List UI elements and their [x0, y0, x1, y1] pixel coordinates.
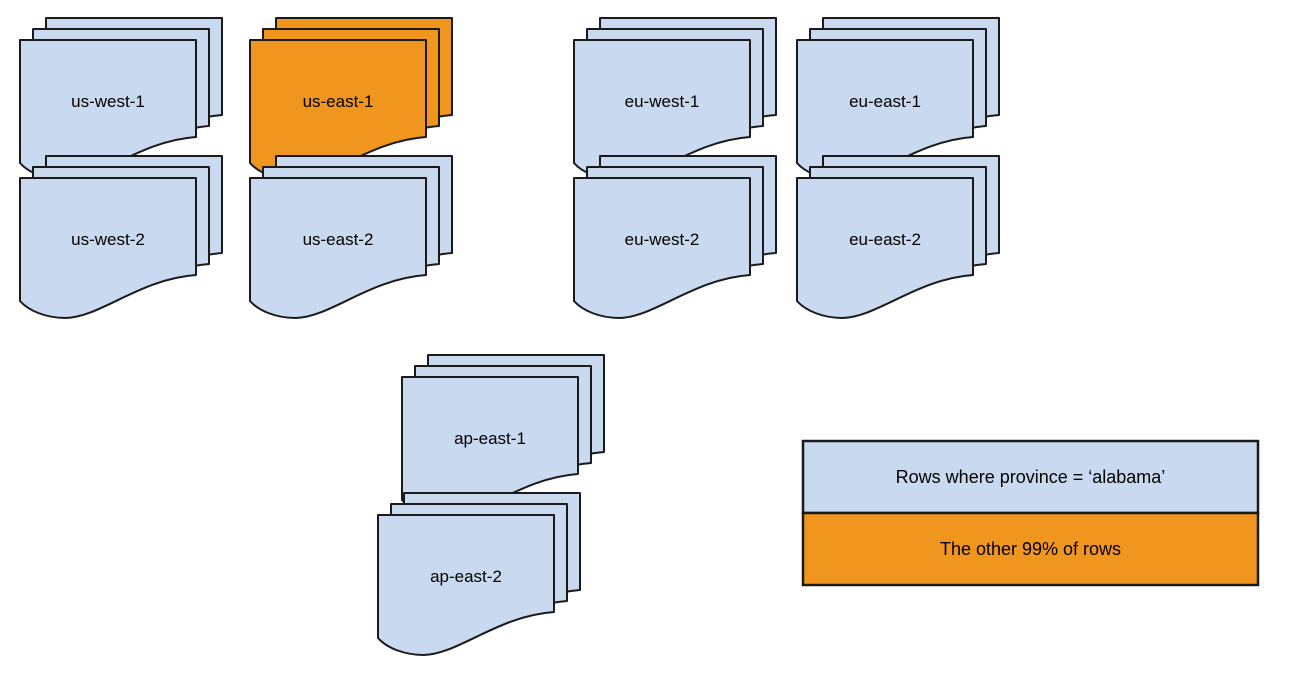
region-stacks-layer: us-west-1 us-east-1 eu-west-1 eu-east-1 us-w…: [19, 17, 1000, 656]
region-label-eu-west-1: eu-west-1: [625, 92, 700, 111]
region-stack-eu-west-2[interactable]: eu-west-2: [573, 155, 777, 319]
region-label-us-west-2: us-west-2: [71, 230, 145, 249]
region-stack-eu-east-2[interactable]: eu-east-2: [796, 155, 1000, 319]
document-sheet-front-icon: [573, 177, 751, 319]
region-label-eu-west-2: eu-west-2: [625, 230, 700, 249]
legend-swatch-other-rows: [801, 511, 1260, 587]
region-stack-us-west-1[interactable]: us-west-1: [19, 17, 223, 181]
region-stack-ap-east-2[interactable]: ap-east-2: [377, 492, 581, 656]
document-sheet-front-icon: [19, 177, 197, 319]
region-label-us-west-1: us-west-1: [71, 92, 145, 111]
legend-swatch-alabama-rows: [801, 439, 1260, 515]
region-label-eu-east-2: eu-east-2: [849, 230, 921, 249]
region-stack-us-east-1[interactable]: us-east-1: [249, 17, 453, 181]
region-label-ap-east-2: ap-east-2: [430, 567, 502, 586]
legend-label-alabama-rows: Rows where province = ‘alabama’: [896, 467, 1166, 487]
region-label-us-east-1: us-east-1: [303, 92, 374, 111]
region-stack-us-east-2[interactable]: us-east-2: [249, 155, 453, 319]
region-stack-eu-east-1[interactable]: eu-east-1: [796, 17, 1000, 181]
region-stack-ap-east-1[interactable]: ap-east-1: [401, 354, 605, 518]
region-label-us-east-2: us-east-2: [303, 230, 374, 249]
region-stack-eu-west-1[interactable]: eu-west-1: [573, 17, 777, 181]
legend-label-other-rows: The other 99% of rows: [940, 539, 1121, 559]
legend-layer: Rows where province = ‘alabama’ The other…: [801, 439, 1260, 587]
document-sheet-front-icon: [249, 177, 427, 319]
region-stack-us-west-2[interactable]: us-west-2: [19, 155, 223, 319]
document-sheet-front-icon: [796, 177, 974, 319]
region-label-eu-east-1: eu-east-1: [849, 92, 921, 111]
document-sheet-front-icon: [377, 514, 555, 656]
region-label-ap-east-1: ap-east-1: [454, 429, 526, 448]
